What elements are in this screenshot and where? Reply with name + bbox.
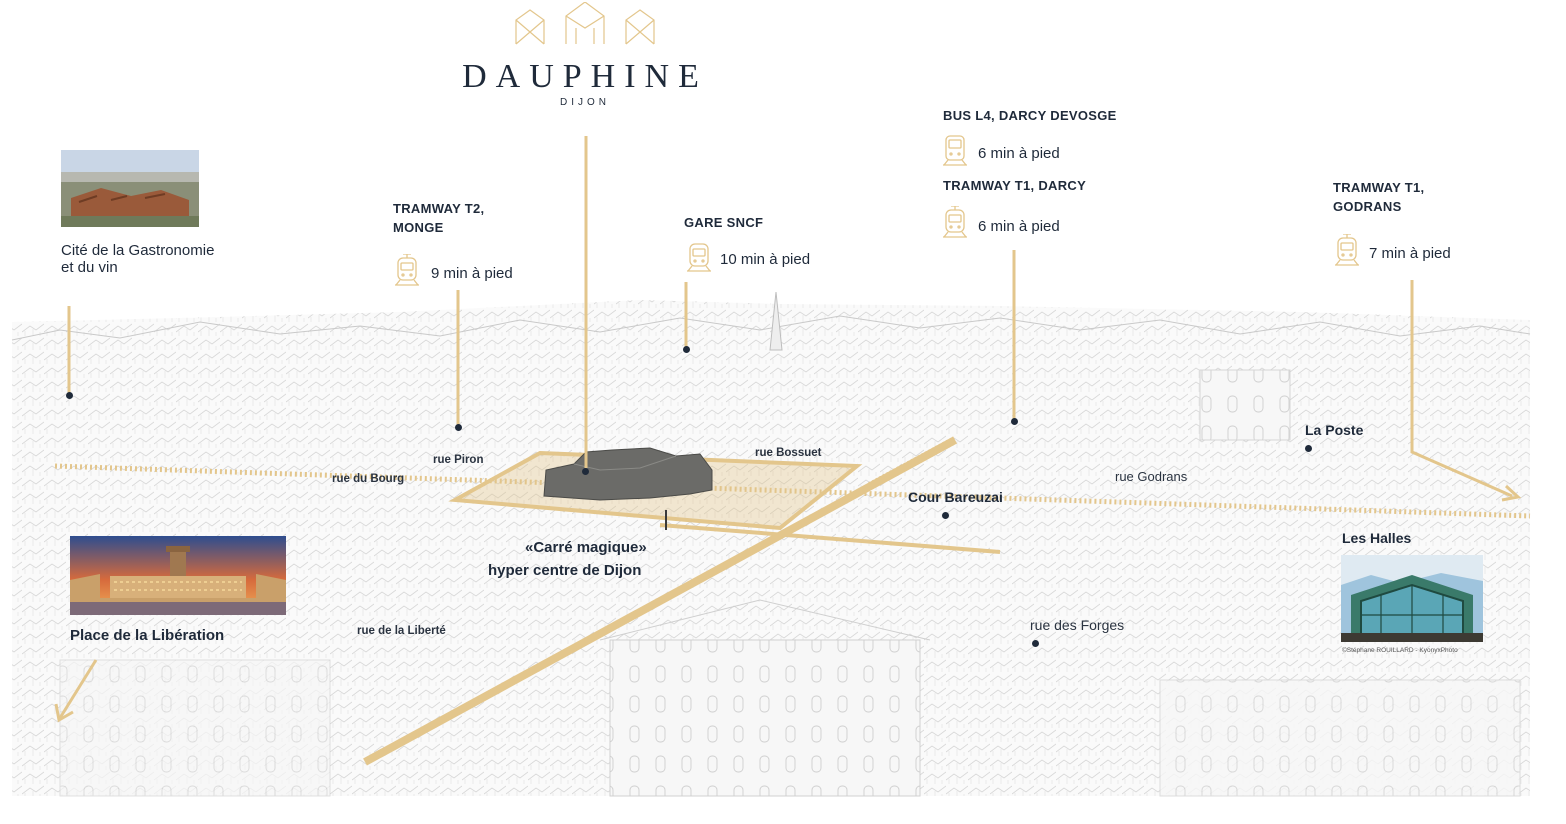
tram-godrans-time: 7 min à pied [1369, 245, 1451, 262]
la-poste-pin [1305, 445, 1312, 452]
street-rue-de-la-liberte: rue de la Liberté [357, 625, 446, 637]
brand-name: DAUPHINE [462, 58, 708, 95]
palace-facade-sketch [609, 639, 921, 797]
street-rue-du-bourg: rue du Bourg [332, 473, 405, 485]
gastronomie-photo [61, 150, 199, 227]
tram-icon [395, 254, 419, 286]
city-sketch-area [12, 300, 1530, 796]
les-halles-photo-credit: ©Stéphane ROUILLARD - KyonyxPhoto [1342, 647, 1458, 654]
gastronomie-pin [66, 392, 73, 399]
carre-magique-title: «Carré magique» [525, 539, 647, 556]
tram-icon [943, 206, 967, 238]
gastronomie-label-line1: Cité de la Gastronomie [61, 242, 215, 259]
street-rue-godrans: rue Godrans [1115, 469, 1188, 484]
dotted-axis-route [54, 463, 1531, 519]
leader-godrans [1410, 280, 1513, 498]
dauphine-logo-icon [515, 2, 655, 45]
tram-darcy-pin [1011, 418, 1018, 425]
street-rue-piron: rue Piron [433, 454, 484, 466]
tram-monge-heading-line1: TRAMWAY T2, [393, 201, 485, 216]
les-halles-photo [1341, 555, 1483, 642]
train-icon [687, 243, 711, 272]
bus-darcy-heading: BUS L4, DARCY DEVOSGE [943, 108, 1117, 123]
tram-godrans-heading-line2: GODRANS [1333, 199, 1402, 214]
la-poste-label: La Poste [1305, 422, 1364, 438]
liberation-photo [70, 536, 286, 615]
cour-bareuzai-label: Cour Bareuzai [908, 489, 1003, 505]
bus-darcy-time: 6 min à pied [978, 145, 1060, 162]
cour-bareuzai-pin [942, 512, 949, 519]
bus-icon [943, 135, 967, 166]
dauphine-pin [582, 468, 589, 475]
tram-godrans-heading-line1: TRAMWAY T1, [1333, 180, 1425, 195]
gare-pin [683, 346, 690, 353]
carre-magique-subtitle: hyper centre de Dijon [488, 562, 642, 579]
rue-liberte-route [363, 436, 957, 766]
liberation-label: Place de la Libération [70, 627, 225, 644]
tram-monge-heading-line2: MONGE [393, 220, 444, 235]
gare-time: 10 min à pied [720, 251, 811, 268]
tram-monge-pin [455, 424, 462, 431]
tram-darcy-time: 6 min à pied [978, 218, 1060, 235]
leader-liberation [58, 659, 98, 719]
street-rue-des-forges: rue des Forges [1030, 617, 1125, 633]
gare-heading: GARE SNCF [684, 215, 764, 230]
rue-des-forges-pin [1032, 640, 1039, 647]
street-rue-bossuet: rue Bossuet [755, 447, 822, 459]
tram-darcy-heading: TRAMWAY T1, DARCY [943, 178, 1087, 193]
tram-icon [1335, 234, 1359, 266]
tram-monge-time: 9 min à pied [431, 265, 513, 282]
spire-sketch [769, 291, 783, 351]
brand-city: DIJON [560, 97, 610, 108]
gastronomie-label-line2: et du vin [61, 259, 118, 276]
les-halles-label: Les Halles [1342, 530, 1412, 546]
